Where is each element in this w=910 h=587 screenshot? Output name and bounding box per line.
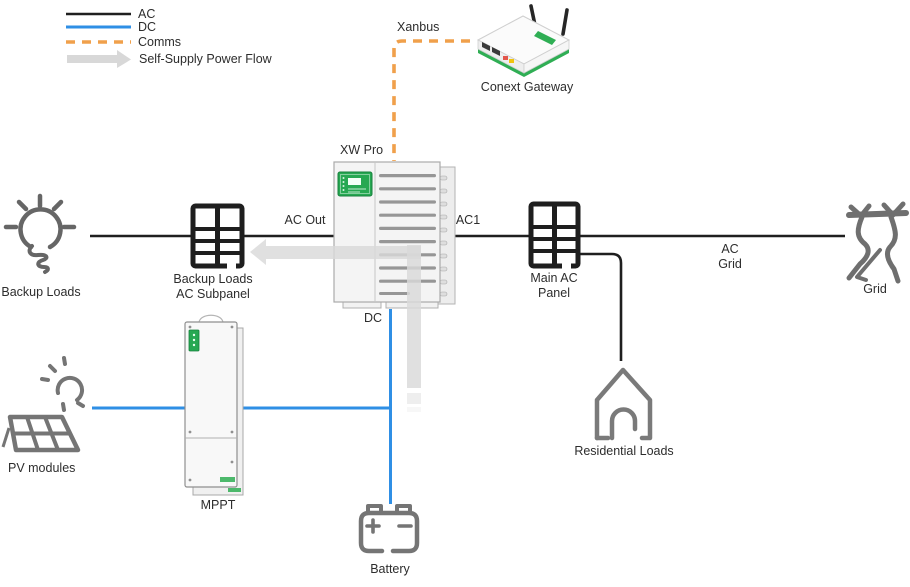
subpanel-label-line1: Backup Loads: [173, 272, 253, 286]
ac-out-label: AC Out: [284, 213, 326, 227]
main-panel-label-line2: Panel: [538, 286, 570, 300]
house-icon: [594, 367, 653, 441]
mppt-logo: [220, 477, 235, 482]
battery-label: Battery: [370, 562, 410, 576]
gateway-led: [509, 59, 514, 63]
battery-plus: [365, 518, 381, 534]
breaker-subpanel-icon: [190, 203, 245, 269]
gateway-side: [523, 39, 570, 74]
main-panel-icon: [528, 201, 581, 269]
legend-comms-label: Comms: [138, 35, 182, 49]
main-panel-label: Main AC Panel: [530, 271, 577, 301]
inverter-vents: [379, 174, 436, 295]
gateway-port: [482, 42, 490, 51]
comms-line-xanbus: [392, 39, 470, 161]
solar-panel-icon: [1, 414, 81, 453]
xw-pro-label: XW Pro: [340, 143, 384, 157]
pylon-icon: [846, 201, 909, 284]
flow-arrow-vertical: [407, 245, 421, 388]
flow-arrow-vertical-fade: [407, 407, 421, 412]
mppt-device: [184, 314, 244, 496]
flow-arrow-horizontal: [250, 239, 421, 265]
xanbus-label: Xanbus: [397, 20, 440, 34]
ac-grid-label-line2: Grid: [718, 257, 742, 271]
subpanel-label-line2: AC Subpanel: [176, 287, 250, 301]
mppt-screws: [188, 325, 234, 482]
gateway-device: [476, 4, 571, 77]
backup-loads-label: Backup Loads: [1, 285, 81, 299]
grid-label: Grid: [863, 282, 887, 296]
legend-ac-label: AC: [138, 7, 156, 21]
sun-icon: [40, 356, 85, 412]
gateway-led: [503, 56, 508, 60]
mppt-logo: [228, 488, 241, 492]
self-supply-flow: [250, 239, 421, 412]
mppt-display: [188, 329, 200, 352]
legend: [66, 12, 131, 68]
ac1-label: AC1: [455, 213, 481, 227]
pv-modules-label: PV modules: [8, 461, 76, 475]
residential-loads-label: Residential Loads: [574, 444, 674, 458]
ac-lines: [90, 234, 845, 361]
mppt-body: [184, 321, 238, 488]
ac-grid-label-line1: AC: [721, 242, 739, 256]
main-panel-label-line1: Main AC: [530, 271, 578, 285]
gateway-antenna-icon: [561, 8, 569, 36]
gateway-port: [492, 47, 500, 56]
flow-arrow-vertical-fade: [407, 393, 421, 404]
subpanel-label: Backup Loads AC Subpanel: [173, 272, 252, 302]
ac-grid-label: AC Grid: [718, 242, 742, 272]
legend-dc-label: DC: [138, 20, 157, 34]
dc-label: DC: [363, 311, 383, 325]
inverter-device: [333, 161, 456, 309]
lightbulb-icon: [3, 193, 77, 274]
legend-flow-label: Self-Supply Power Flow: [139, 52, 272, 66]
battery-icon: [358, 504, 420, 554]
ac-line-mainpanel-to-residential: [580, 252, 623, 361]
gateway-label: Conext Gateway: [480, 80, 574, 94]
legend-flow-arrow: [67, 50, 131, 68]
mppt-handle: [198, 314, 224, 323]
gateway-connector: [534, 31, 556, 45]
inverter-display: [337, 171, 373, 197]
inverter-side-tabs: [439, 175, 448, 297]
mppt-label: MPPT: [200, 498, 236, 512]
